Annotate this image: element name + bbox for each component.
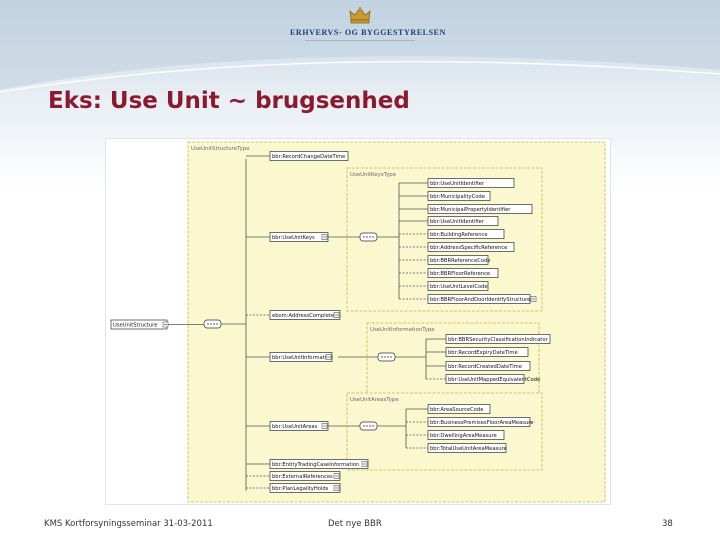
main-element-7-label: bbr:PlanLegalityHolds — [272, 486, 329, 492]
main-element-2-label: ebom:AddressComplete — [272, 313, 334, 319]
information-sequence — [377, 352, 396, 362]
key-element-6-box — [427, 255, 489, 265]
sequence-dot — [213, 323, 215, 325]
sequence-dot — [363, 425, 365, 427]
information-element-0-label: bbr:BBRSecurityClassificationIndicator — [448, 337, 549, 343]
information-element-3-label: bbr:UseUnitMappedEquivalentCode — [448, 377, 540, 383]
main-element-7-box — [269, 483, 341, 493]
main-element-0-box — [269, 151, 349, 161]
key-element-3-label: bbr:UseUnitIdentifier — [430, 219, 485, 225]
area-element-1-label: bbr:BusinessPremisesFloorAreaMeasure — [430, 420, 533, 426]
area-element-2-label: bbr:DwellingAreaMeasure — [430, 433, 497, 439]
area-element-3-box — [427, 443, 507, 453]
sequence-dot — [366, 236, 368, 238]
type-use-unit-areas-title: UseUnitAreasType — [350, 397, 399, 403]
key-element-1-label: bbr:MunicipalityCode — [430, 194, 485, 200]
area-element-2-box — [427, 430, 505, 440]
key-element-8-label: bbr:UseUnitLevelCode — [430, 284, 488, 290]
key-element-4-box — [427, 229, 505, 239]
sequence-dot — [390, 356, 392, 358]
key-element-5-box — [427, 242, 515, 252]
key-element-6-label: bbr:BBRReferenceCode — [430, 258, 491, 264]
main-element-5-box — [269, 459, 369, 469]
sequence-dot — [372, 236, 374, 238]
agency-logo: Erhvervs- og Byggestyrelsen — [290, 6, 446, 41]
main-element-1-label: bbr:UseUnitKeys — [272, 235, 315, 241]
key-element-4-label: bbr:BuildingReference — [430, 232, 488, 238]
footer-topic: Det nye BBR — [328, 519, 382, 529]
type-use-unit-structure-title: UseUnitStructureType — [191, 146, 250, 152]
sequence-dot — [216, 323, 218, 325]
crown-icon — [349, 6, 371, 24]
key-element-9-label: bbr:BBRFloorAndDoorIdentifyStructure — [430, 297, 530, 303]
key-element-8-box — [427, 281, 489, 291]
key-element-2-label: bbr:MunicipalPropertyIdentifier — [430, 207, 511, 213]
information-element-3-box — [445, 374, 525, 384]
information-element-2-label: bbr:RecordCreatedDateTime — [448, 364, 522, 370]
sequence-dot — [366, 425, 368, 427]
main-element-3-label: bbr:UseUnitInformation — [272, 355, 333, 361]
sequence-dot — [384, 356, 386, 358]
sequence-dot — [210, 323, 212, 325]
type-use-unit-information-title: UseUnitInformationType — [370, 327, 435, 333]
main-element-6-box — [269, 471, 341, 481]
sequence-dot — [369, 425, 371, 427]
slide-title: Eks: Use Unit ~ brugsenhed — [48, 88, 410, 114]
footer-event: KMS Kortforsyningsseminar 31-03-2011 — [44, 519, 213, 529]
header-swoosh — [0, 0, 720, 93]
areas-sequence — [359, 421, 378, 431]
logo-text: Erhvervs- og Byggestyrelsen — [290, 28, 446, 37]
key-element-9-box — [427, 294, 531, 304]
root-sequence — [203, 319, 222, 329]
key-element-3-box — [427, 216, 499, 226]
sequence-dot — [372, 425, 374, 427]
information-element-1-box — [445, 347, 529, 357]
area-element-0-label: bbr:AreaSourceCode — [430, 407, 483, 413]
main-element-0-label: bbr:RecordChangeDateTime — [272, 154, 345, 160]
key-element-2-box — [427, 204, 533, 214]
information-element-1-label: bbr:RecordExpiryDateTime — [448, 350, 518, 356]
information-element-2-box — [445, 361, 531, 371]
key-element-5-label: bbr:AddressSpecificReference — [430, 245, 507, 251]
key-element-0-label: bbr:UseUnitIdentifier — [430, 181, 485, 187]
page-number: 38 — [662, 519, 673, 529]
main-element-4-label: bbr:UseUnitAreas — [272, 424, 318, 430]
sequence-dot — [207, 323, 209, 325]
root-use-unit-structure-label: UseUnitStructure — [113, 322, 157, 328]
key-element-1-box — [427, 191, 491, 201]
sequence-dot — [369, 236, 371, 238]
sequence-dot — [387, 356, 389, 358]
keys-sequence — [359, 232, 378, 242]
information-element-0-box — [445, 334, 551, 344]
key-element-0-box — [427, 178, 515, 188]
type-use-unit-keys-title: UseUnitKeysType — [350, 172, 397, 178]
key-element-7-box — [427, 268, 499, 278]
area-element-1-box — [427, 417, 531, 427]
sequence-dot — [363, 236, 365, 238]
sequence-dot — [381, 356, 383, 358]
area-element-3-label: bbr:TotalUseUnitAreaMeasure — [430, 446, 507, 452]
schema-svg: UseUnitStructureTypeUseUnitKeysTypeUseUn… — [110, 141, 606, 503]
key-element-7-label: bbr:BBRFloorReference — [430, 271, 490, 277]
area-element-0-box — [427, 404, 491, 414]
main-element-5-label: bbr:EntityTradingCaseInformation — [272, 462, 359, 468]
main-element-2-box — [269, 310, 341, 320]
main-element-6-label: bbr:ExternalReferences — [272, 474, 333, 480]
logo-rule — [305, 40, 415, 41]
main-element-3-box — [269, 352, 333, 362]
